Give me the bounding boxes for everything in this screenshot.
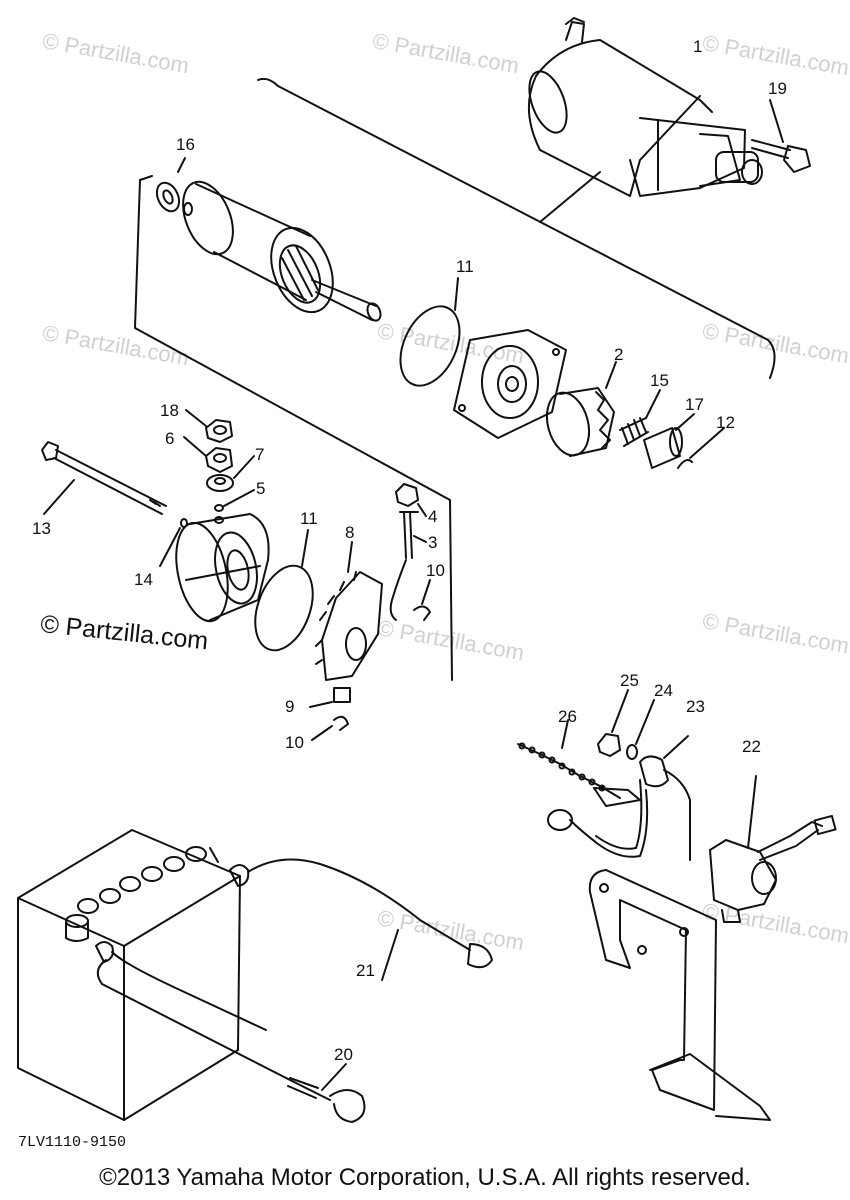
ground-cable-21: [229, 858, 493, 981]
battery: [17, 829, 241, 1121]
callout-9: 9: [285, 697, 294, 716]
callout-1: 1: [693, 37, 702, 56]
front-bracket: [453, 329, 567, 439]
brush-9: [309, 687, 351, 708]
callout-26: 26: [558, 707, 577, 726]
callout-23: 23: [686, 697, 705, 716]
positive-cable-20: [95, 941, 366, 1123]
wire-harness-26: [517, 719, 641, 807]
washer-16: [155, 157, 186, 213]
bolt-19: [751, 99, 811, 173]
callout-15: 15: [650, 371, 669, 390]
callout-14: 14: [134, 570, 153, 589]
nut-25: [597, 689, 629, 757]
callout-12: 12: [716, 413, 735, 432]
callout-11-top: 11: [456, 257, 474, 276]
o-ring-11-lower: [254, 529, 314, 652]
callout-10-lower: 10: [285, 733, 304, 752]
callout-3: 3: [428, 533, 437, 552]
terminal-bolt: [389, 483, 427, 621]
callout-17: 17: [685, 395, 704, 414]
callout-4: 4: [428, 507, 437, 526]
starter-motor: [527, 17, 763, 197]
pin-14: [159, 518, 188, 567]
callout-20: 20: [334, 1045, 353, 1064]
copyright-notice: ©2013 Yamaha Motor Corporation, U.S.A. A…: [99, 1164, 751, 1191]
disassembly-outline: [134, 175, 453, 681]
callout-11-lower: 11: [300, 509, 318, 528]
callout-13: 13: [32, 519, 51, 538]
callout-7: 7: [255, 445, 264, 464]
washer-7: [206, 455, 255, 492]
washer-5: [214, 489, 255, 512]
callout-6: 6: [165, 429, 174, 448]
brush-holder-plate: [315, 541, 383, 681]
callout-18: 18: [160, 401, 179, 420]
callout-8: 8: [345, 523, 354, 542]
through-bolt-13: [41, 441, 167, 515]
diagram-code: 7LV1110-9150: [18, 1134, 127, 1151]
assembly-bracket: [257, 77, 776, 379]
callout-16: 16: [176, 135, 195, 154]
callout-21: 21: [356, 961, 375, 980]
stopper-17: [643, 413, 695, 469]
clip-12: [677, 427, 725, 469]
nut-18: [185, 409, 233, 443]
callout-19: 19: [768, 79, 787, 98]
callout-2: 2: [614, 345, 623, 364]
starter-relay: [709, 775, 837, 923]
pinion-gear: [545, 361, 617, 457]
spring-15: [619, 389, 661, 447]
callout-25: 25: [620, 671, 639, 690]
starter-cable: [547, 735, 691, 861]
callout-22: 22: [742, 737, 761, 756]
clip-10-upper: [413, 579, 431, 621]
washer-24: [626, 699, 655, 760]
armature: [182, 180, 382, 322]
o-ring-11-top: [399, 277, 461, 387]
callout-24: 24: [654, 681, 673, 700]
nut-6: [183, 436, 233, 473]
clip-10-lower: [311, 715, 349, 741]
yoke-housing: [175, 513, 270, 623]
relay-bracket: [588, 869, 771, 1121]
callout-10-upper: 10: [426, 561, 445, 580]
callout-5: 5: [256, 479, 265, 498]
